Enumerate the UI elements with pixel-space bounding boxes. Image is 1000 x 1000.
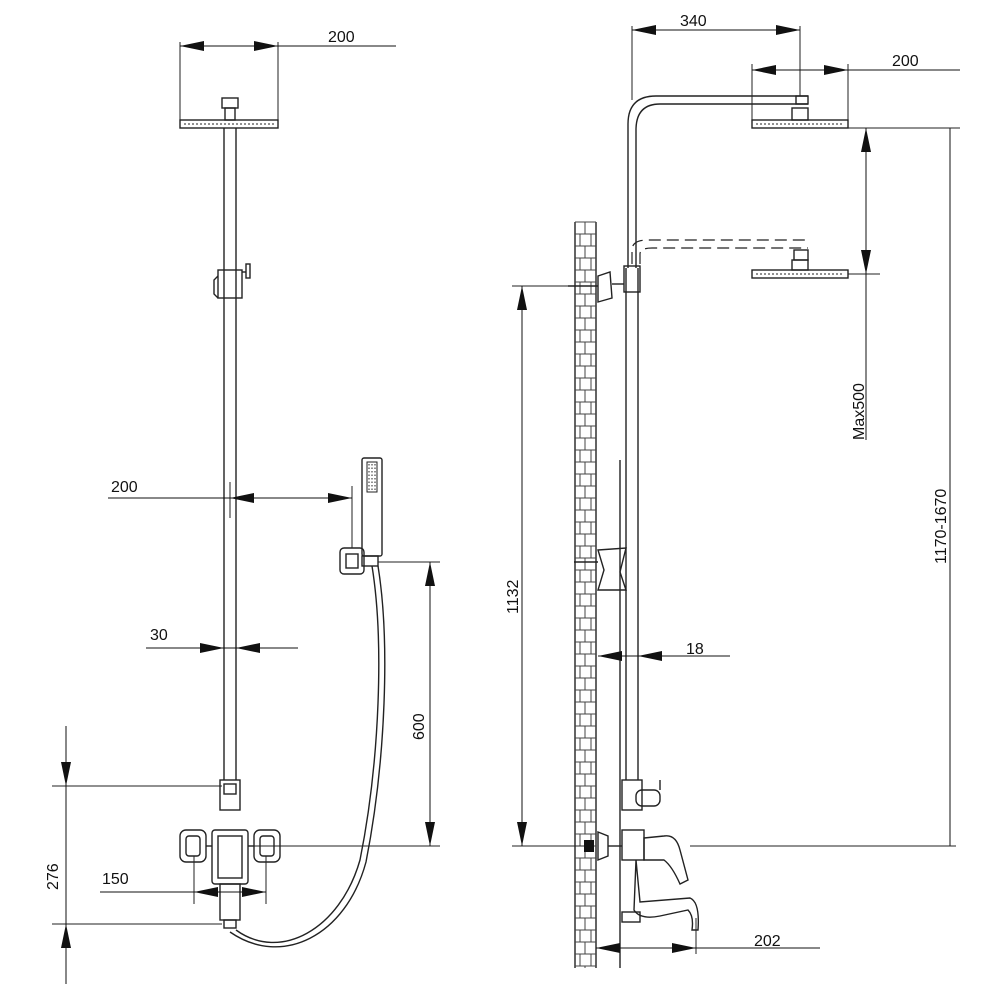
brick-wall [574, 221, 597, 968]
side-riser-pipe [568, 265, 641, 968]
front-hand-shower [229, 457, 386, 948]
side-total-height-label: 1170-1670 [933, 489, 950, 564]
side-pipe-gap-label: 18 [686, 641, 704, 658]
side-wall-bracket-label: 1132 [505, 579, 522, 614]
front-view: 200 200 30 600 276 150 [45, 29, 440, 984]
front-mixer-height-label: 276 [45, 863, 62, 890]
front-mixer-centers-label: 150 [102, 871, 129, 888]
side-slide-max-label: Max500 [851, 383, 868, 440]
side-shower-arm [627, 95, 809, 268]
front-slider-bracket [213, 263, 251, 299]
side-spout-projection-label: 202 [754, 933, 781, 950]
side-shower-head [751, 119, 849, 129]
front-pipe-diameter-label: 30 [150, 627, 168, 644]
side-head-width-label: 200 [892, 53, 919, 70]
side-mixer [584, 779, 700, 931]
side-arm-length-label: 340 [680, 13, 707, 30]
side-shower-head-lowered [631, 239, 849, 279]
front-shower-head [179, 97, 279, 129]
front-head-width-label: 200 [328, 29, 355, 46]
front-holder-height-label: 600 [411, 713, 428, 740]
side-view: 340 200 Max500 1170-1670 1132 18 [505, 13, 960, 968]
front-riser-pipe [223, 128, 237, 780]
front-mixer [179, 779, 281, 929]
front-handshower-offset-label: 200 [111, 479, 138, 496]
